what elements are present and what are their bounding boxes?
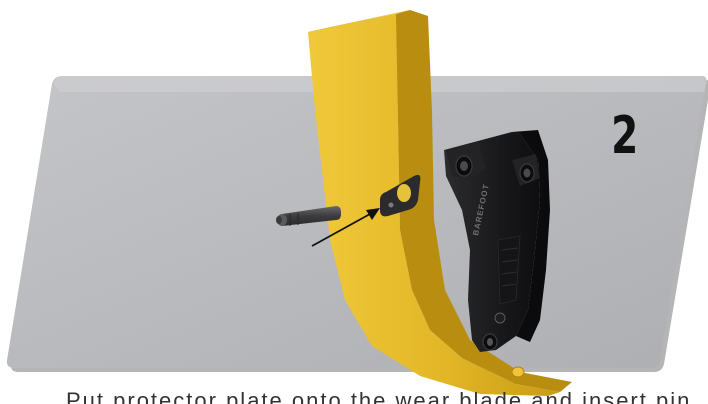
step-number: 2	[606, 110, 644, 162]
instruction-caption: Put protector plate onto the wear blade …	[66, 388, 691, 404]
